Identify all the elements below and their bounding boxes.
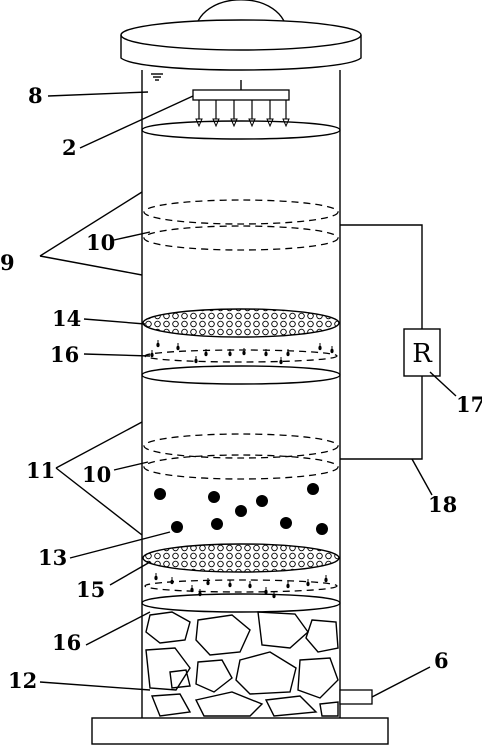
particle: [280, 517, 292, 529]
drip-mark: [264, 589, 268, 595]
particle: [235, 505, 247, 517]
label-10-upper: 10: [86, 230, 115, 255]
drip-mark: [154, 575, 158, 581]
drip-mark: [330, 348, 334, 354]
upper-electrode: [143, 199, 339, 251]
drip-mark: [204, 351, 208, 357]
nozzle-tip: [248, 118, 256, 128]
particle: [154, 488, 166, 500]
nozzle-tip: [212, 118, 220, 128]
outlet-pipe: [339, 689, 373, 705]
label-14: 14: [52, 306, 81, 331]
label-2: 2: [62, 135, 77, 160]
label-11: 11: [26, 458, 55, 483]
particle: [171, 521, 183, 533]
resistor-symbol: R: [412, 339, 433, 369]
label-6: 6: [434, 648, 449, 673]
drip-mark: [306, 581, 310, 587]
label-15: 15: [76, 577, 105, 602]
upper-porous-plate: [142, 308, 340, 338]
top-cover: [120, 0, 362, 71]
drip-mark: [228, 582, 232, 588]
lower-electrode: [143, 433, 339, 480]
drip-mark: [206, 580, 210, 586]
nozzle-tip: [195, 118, 203, 128]
drip-mark: [286, 351, 290, 357]
particle: [208, 491, 220, 503]
leader-lines: [39, 91, 457, 698]
water-level-mark: [151, 73, 163, 81]
drip-mark: [318, 345, 322, 351]
drip-mark: [279, 359, 283, 365]
label-18: 18: [428, 492, 457, 517]
particle-bed: [154, 483, 328, 535]
drip-mark: [242, 350, 246, 356]
nozzle-tip: [266, 118, 274, 128]
drip-mark: [286, 583, 290, 589]
particle: [307, 483, 319, 495]
drip-mark: [248, 583, 252, 589]
gravel-layer: [145, 611, 339, 717]
particle: [211, 518, 223, 530]
drip-mark: [150, 352, 154, 358]
label-8: 8: [28, 83, 43, 108]
drip-mark: [176, 345, 180, 351]
base-plate: [91, 717, 389, 745]
spray-distributor: [192, 80, 290, 128]
particle: [316, 523, 328, 535]
column-body: [141, 70, 341, 718]
resistor-circuit: R: [340, 224, 441, 460]
drip-mark: [228, 351, 232, 357]
label-16-upper: 16: [50, 342, 79, 367]
nozzle-tip: [230, 118, 238, 128]
resistor-box: [403, 328, 441, 377]
drip-mark: [156, 342, 160, 348]
drip-mark: [264, 351, 268, 357]
label-10-lower: 10: [82, 462, 111, 487]
lower-porous-plate: [142, 543, 340, 573]
label-16-lower: 16: [52, 630, 81, 655]
label-17: 17: [456, 392, 482, 417]
label-13: 13: [38, 545, 67, 570]
drip-mark: [194, 358, 198, 364]
label-12: 12: [8, 668, 37, 693]
drip-mark: [324, 577, 328, 583]
particle: [256, 495, 268, 507]
label-9: 9: [0, 250, 15, 275]
